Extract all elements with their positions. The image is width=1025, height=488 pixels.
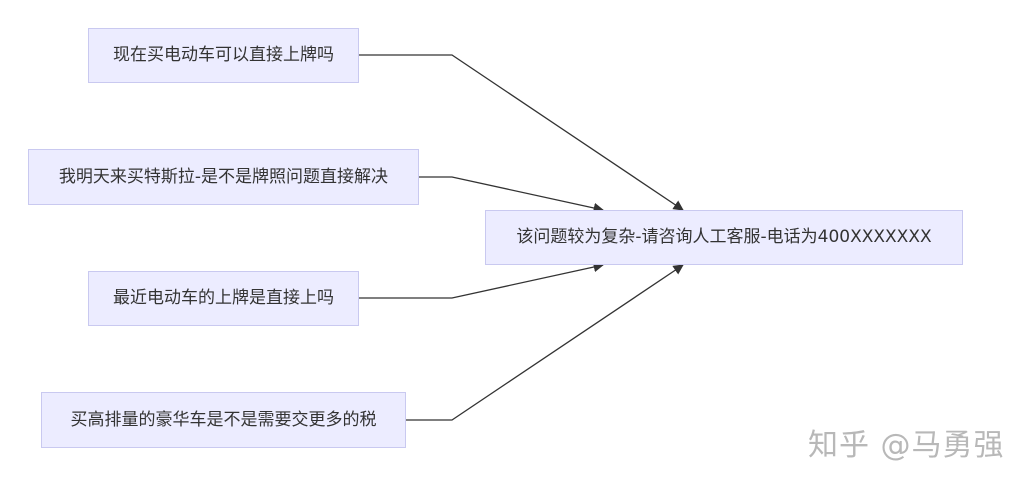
edge-q4-to-answer bbox=[406, 264, 684, 421]
edge-q2-to-answer bbox=[419, 176, 605, 214]
question-label: 买高排量的豪华车是不是需要交更多的税 bbox=[70, 409, 377, 430]
question-node-license-ev: 现在买电动车可以直接上牌吗 bbox=[88, 28, 359, 83]
edge-q1-to-answer bbox=[359, 54, 684, 211]
question-node-luxury-tax: 买高排量的豪华车是不是需要交更多的税 bbox=[41, 392, 406, 448]
edge-q3-to-answer bbox=[359, 261, 605, 299]
watermark-text: 知乎 @马勇强 bbox=[808, 428, 1005, 463]
question-node-tesla-plate: 我明天来买特斯拉-是不是牌照问题直接解决 bbox=[28, 149, 419, 205]
answer-node: 该问题较为复杂-请咨询人工客服-电话为400XXXXXXX bbox=[485, 210, 963, 265]
answer-label: 该问题较为复杂-请咨询人工客服-电话为400XXXXXXX bbox=[516, 227, 932, 247]
question-label: 现在买电动车可以直接上牌吗 bbox=[113, 45, 334, 65]
question-node-recent-ev-plate: 最近电动车的上牌是直接上吗 bbox=[88, 271, 359, 326]
question-label: 最近电动车的上牌是直接上吗 bbox=[113, 288, 334, 308]
question-label: 我明天来买特斯拉-是不是牌照问题直接解决 bbox=[58, 166, 389, 187]
